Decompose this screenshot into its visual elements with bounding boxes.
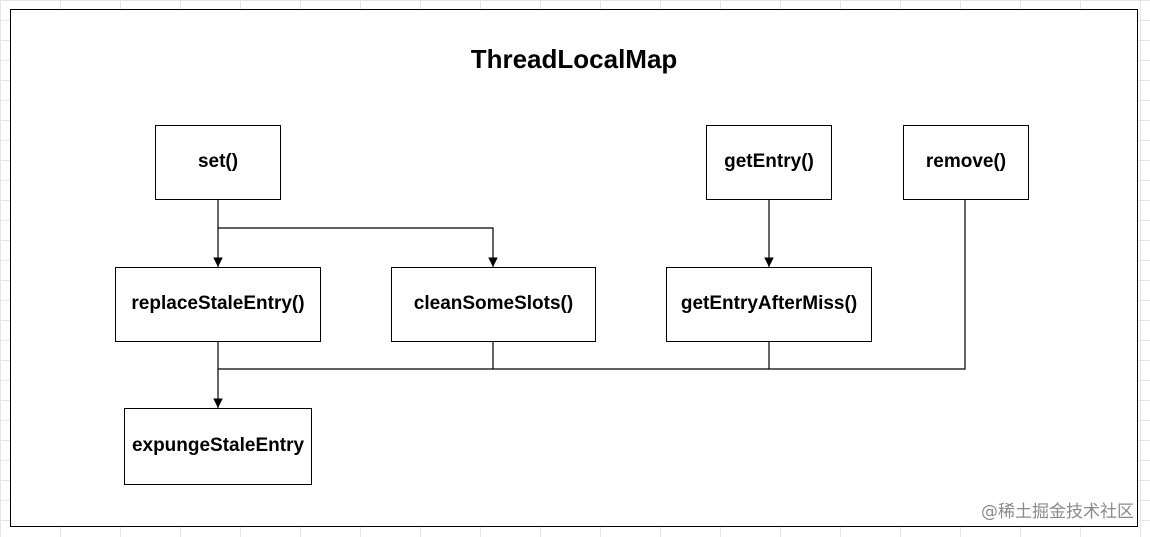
expunge-stale-entry-box: expungeStaleEntry	[124, 408, 312, 485]
remove-box: remove()	[903, 125, 1029, 200]
watermark: @稀土掘金技术社区	[981, 502, 1134, 522]
set-to-clean-arrow	[218, 227, 498, 267]
set-box: set()	[155, 125, 281, 200]
get-entry-box: getEntry()	[706, 125, 832, 200]
get-entry-after-miss-box: getEntryAfterMiss()	[666, 267, 872, 342]
clean-some-slots-box: cleanSomeSlots()	[391, 267, 596, 342]
replace-stale-entry-box: replaceStaleEntry()	[115, 267, 321, 342]
diagram-title: ThreadLocalMap	[470, 44, 678, 74]
remove-to-junction-line	[218, 200, 966, 370]
